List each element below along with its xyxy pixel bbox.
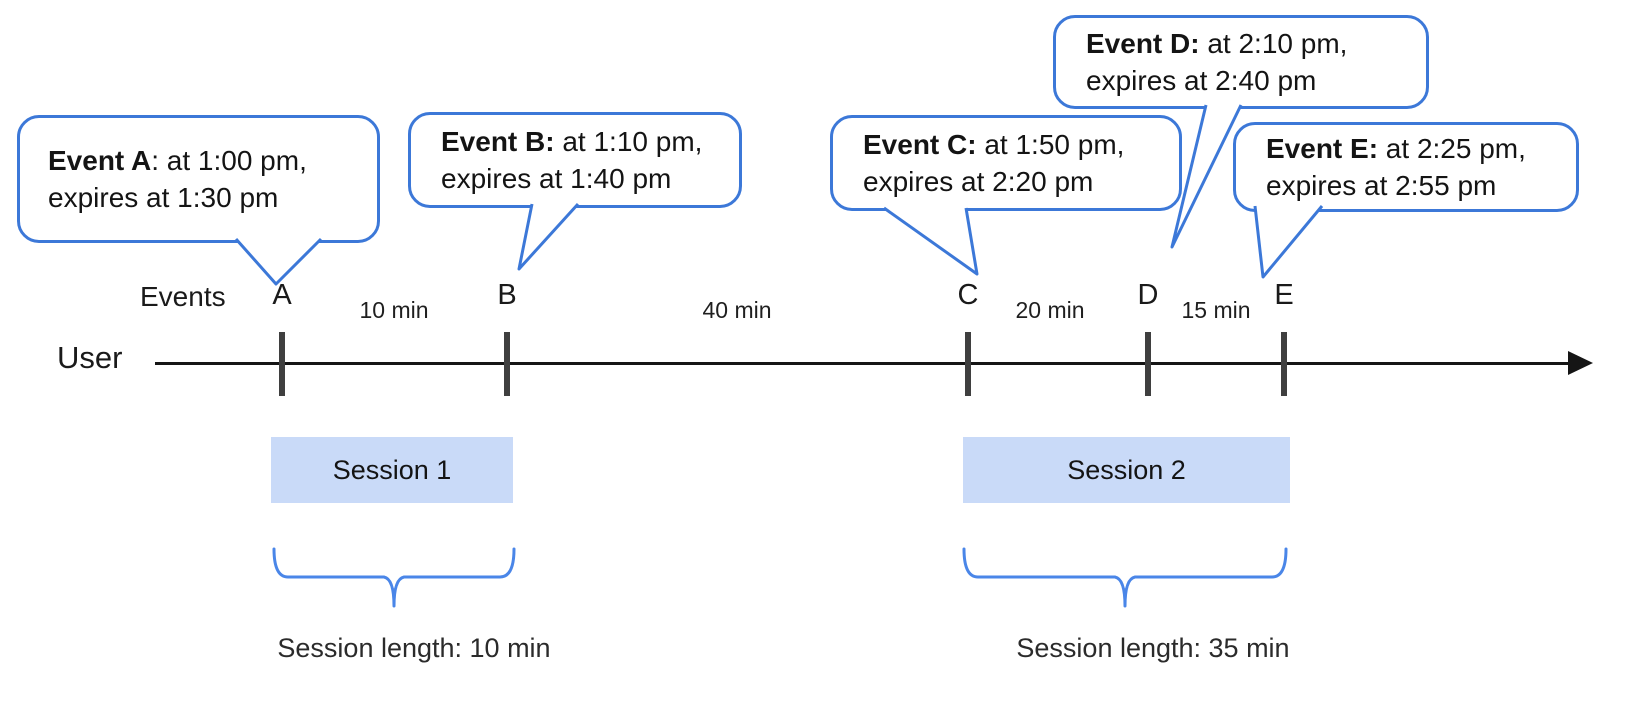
session-2-label: Session 2 (1067, 454, 1186, 485)
session-1-brace (272, 547, 516, 608)
event-bubble-b: Event B: at 1:10 pm, expires at 1:40 pm (408, 112, 742, 208)
event-e-expiry: expires at 2:55 pm (1266, 170, 1497, 201)
session-2-brace (962, 547, 1288, 608)
event-bubble-c: Event C: at 1:50 pm, expires at 2:20 pm (830, 115, 1182, 211)
tick-label-b: B (497, 279, 517, 311)
tick-label-e: E (1274, 279, 1294, 311)
event-bubble-d-text: Event D: at 2:10 pm, expires at 2:40 pm (1086, 25, 1347, 99)
tick-label-d: D (1137, 279, 1159, 311)
session-1-bar: Session 1 (271, 437, 513, 503)
event-a-name: Event A (48, 145, 152, 176)
tick-event-b (504, 332, 510, 396)
event-bubble-e: Event E: at 2:25 pm, expires at 2:55 pm (1233, 122, 1579, 212)
session-2-bar: Session 2 (963, 437, 1290, 503)
events-axis-label: Events (140, 281, 226, 312)
event-bubble-d-tail (1170, 104, 1243, 249)
event-bubble-b-text: Event B: at 1:10 pm, expires at 1:40 pm (441, 123, 702, 197)
event-e-name: Event E: (1266, 133, 1379, 164)
session-1-length-label: Session length: 10 min (277, 633, 551, 663)
event-bubble-a-tail (234, 237, 323, 286)
event-bubble-e-tail (1253, 205, 1324, 279)
event-c-name: Event C: (863, 129, 977, 160)
event-bubble-e-text: Event E: at 2:25 pm, expires at 2:55 pm (1266, 130, 1526, 204)
session-1-label: Session 1 (332, 454, 452, 485)
event-a-time: : at 1:00 pm, (151, 145, 307, 176)
interval-c-d: 20 min (1015, 297, 1085, 323)
event-bubble-a: Event A: at 1:00 pm, expires at 1:30 pm (17, 115, 380, 243)
user-axis-label: User (57, 340, 123, 375)
session-2-length-label: Session length: 35 min (1016, 633, 1290, 663)
tick-event-a (279, 332, 285, 396)
interval-d-e: 15 min (1181, 297, 1251, 323)
event-b-name: Event B: (441, 126, 555, 157)
event-c-time: at 1:50 pm, (976, 129, 1125, 160)
tick-event-e (1281, 332, 1287, 396)
event-d-time: at 2:10 pm, (1199, 28, 1348, 59)
timeline-arrowhead-icon (1568, 351, 1593, 375)
event-d-name: Event D: (1086, 28, 1200, 59)
event-b-time: at 1:10 pm, (554, 126, 703, 157)
event-a-expiry: expires at 1:30 pm (48, 182, 279, 213)
event-bubble-c-text: Event C: at 1:50 pm, expires at 2:20 pm (863, 126, 1124, 200)
event-d-expiry: expires at 2:40 pm (1086, 65, 1317, 96)
event-bubble-d: Event D: at 2:10 pm, expires at 2:40 pm (1053, 15, 1429, 109)
interval-a-b: 10 min (359, 297, 429, 323)
event-bubble-b-tail (517, 202, 580, 271)
event-bubble-a-text: Event A: at 1:00 pm, expires at 1:30 pm (48, 142, 307, 216)
tick-event-d (1145, 332, 1151, 396)
tick-event-c (965, 332, 971, 396)
event-b-expiry: expires at 1:40 pm (441, 163, 672, 194)
timeline-axis (155, 362, 1571, 365)
interval-b-c: 40 min (702, 297, 772, 323)
tick-label-c: C (957, 279, 979, 311)
tick-label-a: A (272, 279, 292, 311)
event-e-time: at 2:25 pm, (1378, 133, 1526, 164)
event-bubble-c-tail (883, 206, 979, 276)
event-c-expiry: expires at 2:20 pm (863, 166, 1094, 197)
